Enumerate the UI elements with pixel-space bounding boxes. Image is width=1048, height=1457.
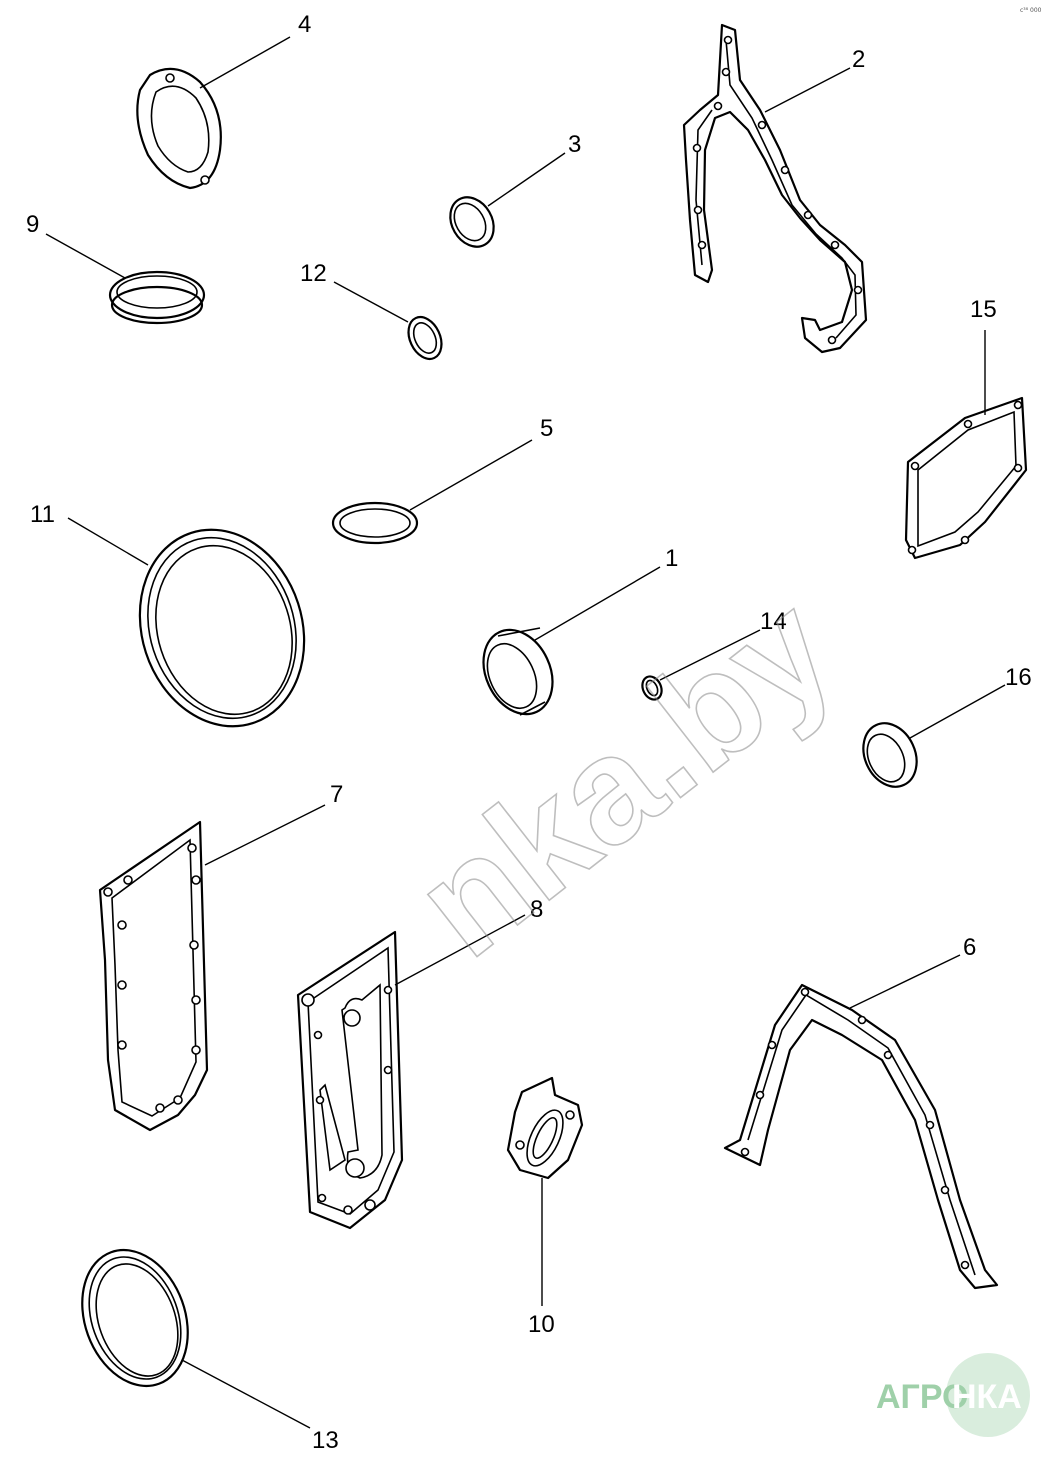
part-5-o-ring [331, 501, 419, 545]
callout-6: 6 [963, 934, 976, 961]
leader-14 [659, 629, 761, 681]
leader-3 [487, 152, 566, 207]
part-7-side-cover-gasket [98, 820, 209, 1132]
agronka-logo: АГРО НКА [876, 1353, 1030, 1437]
part-6-arch-gasket [723, 983, 999, 1290]
callout-13: 13 [312, 1427, 339, 1454]
callout-14: 14 [760, 608, 787, 635]
part-15-cover-gasket [904, 396, 1028, 560]
part-16-seal [862, 722, 918, 788]
part-1-crankshaft-seal [482, 627, 554, 716]
callout-8: 8 [530, 896, 543, 923]
part-4-flange-gasket [136, 67, 222, 190]
callout-11: 11 [30, 501, 55, 528]
leader-8 [394, 914, 526, 986]
leader-11 [67, 517, 149, 566]
part-8-plate-gasket [296, 930, 404, 1230]
leader-4 [199, 36, 291, 89]
part-14-small-o-ring [641, 675, 663, 701]
callout-15: 15 [970, 296, 997, 323]
part-2-front-cover-gasket [682, 23, 868, 354]
callout-3: 3 [568, 131, 581, 158]
corner-mark: c³⁸ 000 [1020, 7, 1042, 14]
part-10-small-flange-gasket [506, 1076, 584, 1180]
part-11-large-ring [138, 528, 306, 728]
leader-6 [849, 954, 961, 1009]
leader-16 [909, 684, 1006, 739]
leader-7 [204, 804, 326, 866]
logo-right-text: НКА [952, 1378, 1022, 1416]
callout-9: 9 [26, 211, 39, 238]
callout-1: 1 [665, 545, 678, 572]
part-3-small-seal [449, 196, 495, 248]
leader-1 [534, 566, 661, 641]
part-12-o-ring [407, 315, 443, 361]
callout-5: 5 [540, 415, 553, 442]
logo-left-text: АГРО [876, 1378, 969, 1416]
callout-4: 4 [298, 11, 311, 38]
part-13-ring [81, 1248, 189, 1388]
leader-5 [409, 439, 533, 511]
callout-16: 16 [1005, 664, 1032, 691]
leader-13 [181, 1359, 311, 1429]
callout-2: 2 [852, 46, 865, 73]
callout-10: 10 [528, 1311, 555, 1338]
part-9-seal-ring [108, 270, 206, 325]
callout-12: 12 [300, 260, 327, 287]
watermark-text: nka.by [385, 563, 863, 988]
leader-12 [333, 281, 409, 323]
leader-9 [45, 233, 126, 279]
callout-7: 7 [330, 781, 343, 808]
leader-2 [764, 67, 851, 113]
